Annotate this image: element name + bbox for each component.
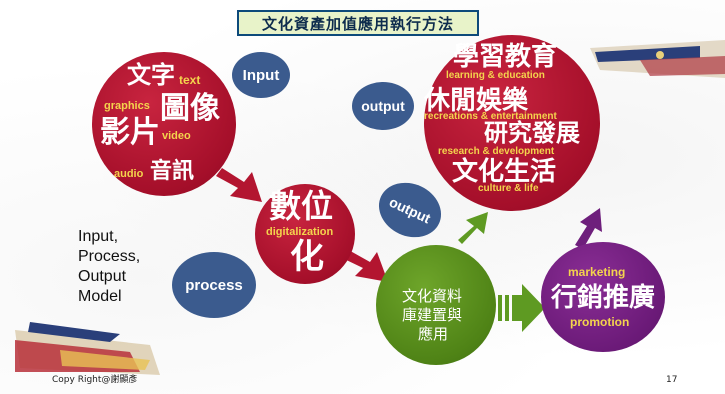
model-label: Input, Process, Output Model bbox=[78, 227, 140, 307]
arrow-database-to-marketing bbox=[498, 284, 545, 332]
database-line-1: 文化資料 bbox=[402, 287, 463, 305]
input-bubble: Input bbox=[232, 52, 290, 98]
digital-line1: 數位 bbox=[269, 187, 334, 225]
word-yinxun: 音訊 bbox=[150, 159, 195, 184]
model-line-4: Model bbox=[78, 288, 122, 305]
model-line-1: Input, bbox=[78, 228, 119, 245]
output-item-1-en: learning & education bbox=[446, 70, 545, 81]
digitalization-circle bbox=[255, 184, 355, 284]
word-tuxiang: 圖像 bbox=[160, 91, 220, 126]
marketing-top-label: marketing bbox=[568, 265, 626, 279]
output-item-4-zh: 文化生活 bbox=[452, 157, 557, 187]
digital-line2: 化 bbox=[290, 237, 324, 277]
word-text: text bbox=[179, 73, 201, 87]
marketing-circle bbox=[541, 242, 665, 352]
output-applications-circle bbox=[424, 35, 600, 211]
bottom-left-banner-decoration bbox=[15, 322, 160, 375]
database-line-2: 庫建置與 bbox=[402, 306, 463, 324]
arrow-digital-to-database bbox=[338, 248, 388, 282]
output-item-2-en: recreations & entertainment bbox=[424, 111, 557, 122]
database-circle bbox=[376, 245, 496, 365]
model-line-3: Output bbox=[78, 268, 127, 285]
output-item-3-en: research & development bbox=[438, 146, 555, 157]
digital-english: digitalization bbox=[266, 226, 334, 238]
top-right-banner-decoration bbox=[590, 40, 725, 78]
copyright-text: Copy Right@謝顯彥 bbox=[52, 375, 138, 385]
output-bubble-top: output bbox=[352, 82, 414, 130]
output-item-2-zh: 休閒娛樂 bbox=[424, 86, 529, 116]
model-line-2: Process, bbox=[78, 248, 141, 265]
process-bubble: process bbox=[172, 252, 256, 318]
output-item-1-zh: 學習教育 bbox=[453, 42, 558, 72]
page-number: 17 bbox=[666, 375, 678, 385]
input-media-circle bbox=[92, 52, 236, 196]
arrow-marketing-to-output bbox=[575, 208, 602, 249]
arrow-input-to-digital bbox=[216, 168, 262, 202]
slide-title: 文化資產加值應用執行方法 bbox=[237, 10, 479, 36]
output-item-3-zh: 研究發展 bbox=[484, 119, 580, 147]
word-audio: audio bbox=[114, 168, 144, 180]
word-yingpian: 影片 bbox=[100, 115, 160, 150]
marketing-bottom-label: promotion bbox=[570, 315, 630, 329]
word-wenzi: 文字 bbox=[127, 61, 175, 89]
word-graphics: graphics bbox=[104, 100, 150, 112]
marketing-main-label: 行銷推廣 bbox=[551, 283, 656, 313]
arrow-database-to-output bbox=[458, 212, 488, 244]
word-video: video bbox=[162, 130, 191, 142]
database-line-3: 應用 bbox=[418, 325, 449, 343]
output-item-4-en: culture & life bbox=[478, 183, 539, 194]
